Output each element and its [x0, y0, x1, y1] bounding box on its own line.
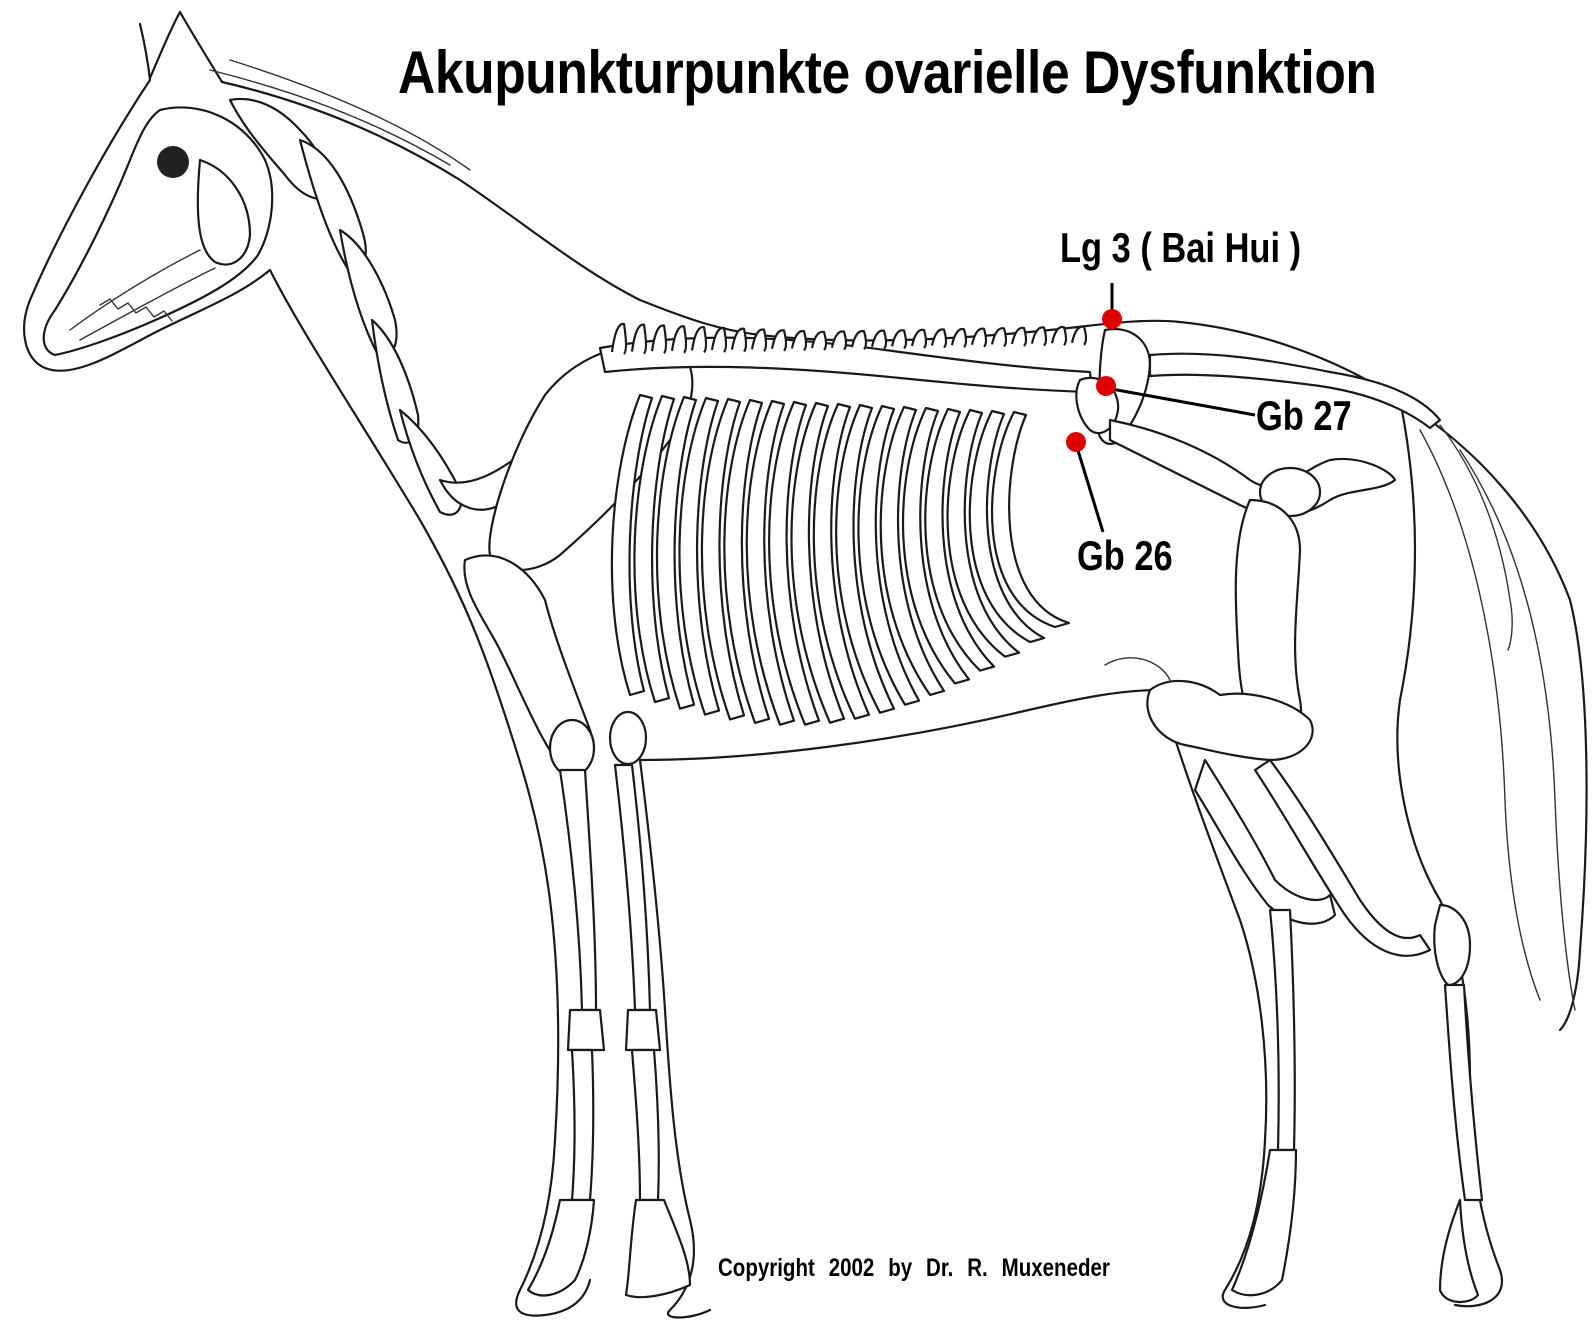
spinous-process [852, 331, 866, 349]
leader-line-gb26 [1076, 444, 1103, 532]
spinous-process [1012, 328, 1026, 346]
label-gb26: Gb 26 [1077, 532, 1173, 580]
spinous-process [892, 330, 906, 348]
spinous-process [632, 325, 646, 354]
spinous-process [832, 331, 846, 349]
spinous-process [932, 329, 946, 347]
spinous-process [792, 331, 806, 350]
spinous-process [1072, 327, 1086, 345]
spinous-process [812, 332, 826, 350]
point-lg3-dot [1102, 309, 1122, 329]
spinous-process [652, 325, 666, 353]
spinous-process [952, 329, 966, 347]
spinous-process [692, 327, 706, 352]
spinous-process [712, 328, 726, 352]
spinous-process [672, 326, 686, 353]
label-lg3-bai-hui: Lg 3 ( Bai Hui ) [1060, 224, 1301, 272]
cervical-vertebrae [230, 99, 523, 515]
skull [44, 107, 272, 355]
label-gb27: Gb 27 [1256, 392, 1352, 440]
page-title: Akupunkturpunkte ovarielle Dysfunktion [398, 38, 1377, 107]
spinous-process [752, 329, 766, 351]
spinous-process [1032, 327, 1046, 345]
spinous-process [992, 328, 1006, 346]
spinous-process [972, 329, 986, 347]
spinous-process [612, 324, 626, 354]
spinous-process [912, 330, 926, 348]
rib-cage [612, 395, 1069, 725]
point-gb27-dot [1096, 376, 1116, 396]
spinous-process [772, 330, 786, 351]
spinous-process [872, 331, 886, 349]
spinous-process [732, 329, 746, 352]
eye-socket [157, 146, 189, 178]
copyright-notice: Copyright 2002 by Dr. R. Muxeneder [718, 1254, 1110, 1283]
point-gb26-dot [1066, 432, 1086, 452]
